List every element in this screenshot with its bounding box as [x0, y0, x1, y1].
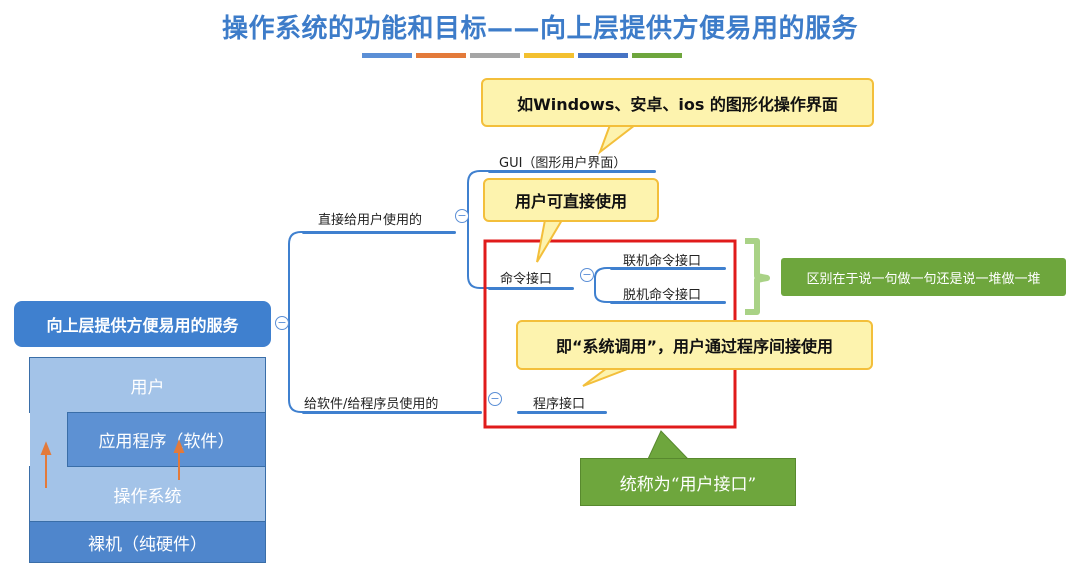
command-interface-collapse-icon[interactable]: −	[580, 268, 594, 282]
callout-tail-syscall	[582, 367, 631, 387]
connector-direct-gui	[467, 170, 490, 217]
user-interface-summary: 统称为“用户接口”	[580, 458, 796, 506]
difference-note: 区别在于说一句做一句还是说一堆做一堆	[781, 258, 1066, 296]
layer-hardware: 裸机（纯硬件）	[29, 521, 266, 563]
gui-node-underline	[488, 170, 656, 173]
title-dash-yellow	[524, 53, 574, 58]
title-dash-orange	[416, 53, 466, 58]
offline-command-underline	[610, 301, 726, 304]
connector-root-direct	[288, 231, 305, 323]
program-interface-underline	[517, 411, 607, 414]
branch-direct-label[interactable]: 直接给用户使用的	[318, 213, 423, 228]
offline-command-label[interactable]: 脱机命令接口	[623, 288, 702, 303]
root-collapse-icon[interactable]: −	[275, 316, 289, 330]
program-interface-label[interactable]: 程序接口	[533, 397, 586, 412]
summary-tail	[647, 430, 690, 460]
connector-root-program	[288, 323, 305, 413]
page-title: 操作系统的功能和目标——向上层提供方便易用的服务	[221, 14, 858, 44]
callout-tail-gui	[597, 124, 638, 155]
green-bracket	[745, 238, 770, 315]
title-dash-darkblue	[578, 53, 628, 58]
branch-program-underline	[302, 411, 482, 414]
branch-program-collapse-icon[interactable]: −	[488, 392, 502, 406]
layer-application: 应用程序（软件）	[67, 412, 266, 467]
layer-user-fill-left	[30, 412, 67, 467]
callout-direct-use: 用户可直接使用	[483, 178, 659, 222]
connector-direct-command	[467, 217, 490, 289]
title-dash-green	[632, 53, 682, 58]
connector-command-offline	[594, 276, 612, 303]
command-interface-underline	[488, 287, 574, 290]
layer-os-label: 操作系统	[113, 486, 182, 507]
connector-lines	[288, 170, 612, 413]
root-node[interactable]: 向上层提供方便易用的服务	[14, 301, 271, 347]
layer-os: 操作系统	[29, 466, 266, 522]
branch-direct-collapse-icon[interactable]: −	[455, 209, 469, 223]
callout-gui-examples: 如Windows、安卓、ios 的图形化操作界面	[481, 78, 874, 127]
title-dash-blue	[362, 53, 412, 58]
callout-system-call: 即“系统调用”，用户通过程序间接使用	[516, 320, 873, 370]
layer-user: 用户	[29, 357, 266, 413]
command-interface-label[interactable]: 命令接口	[500, 272, 553, 287]
branch-direct-underline	[302, 231, 456, 234]
online-command-underline	[610, 267, 726, 270]
online-command-label[interactable]: 联机命令接口	[623, 254, 702, 269]
gui-node-label[interactable]: GUI（图形用户界面）	[499, 156, 627, 171]
title-dash-gray	[470, 53, 520, 58]
branch-program-label[interactable]: 给软件/给程序员使用的	[304, 397, 439, 412]
